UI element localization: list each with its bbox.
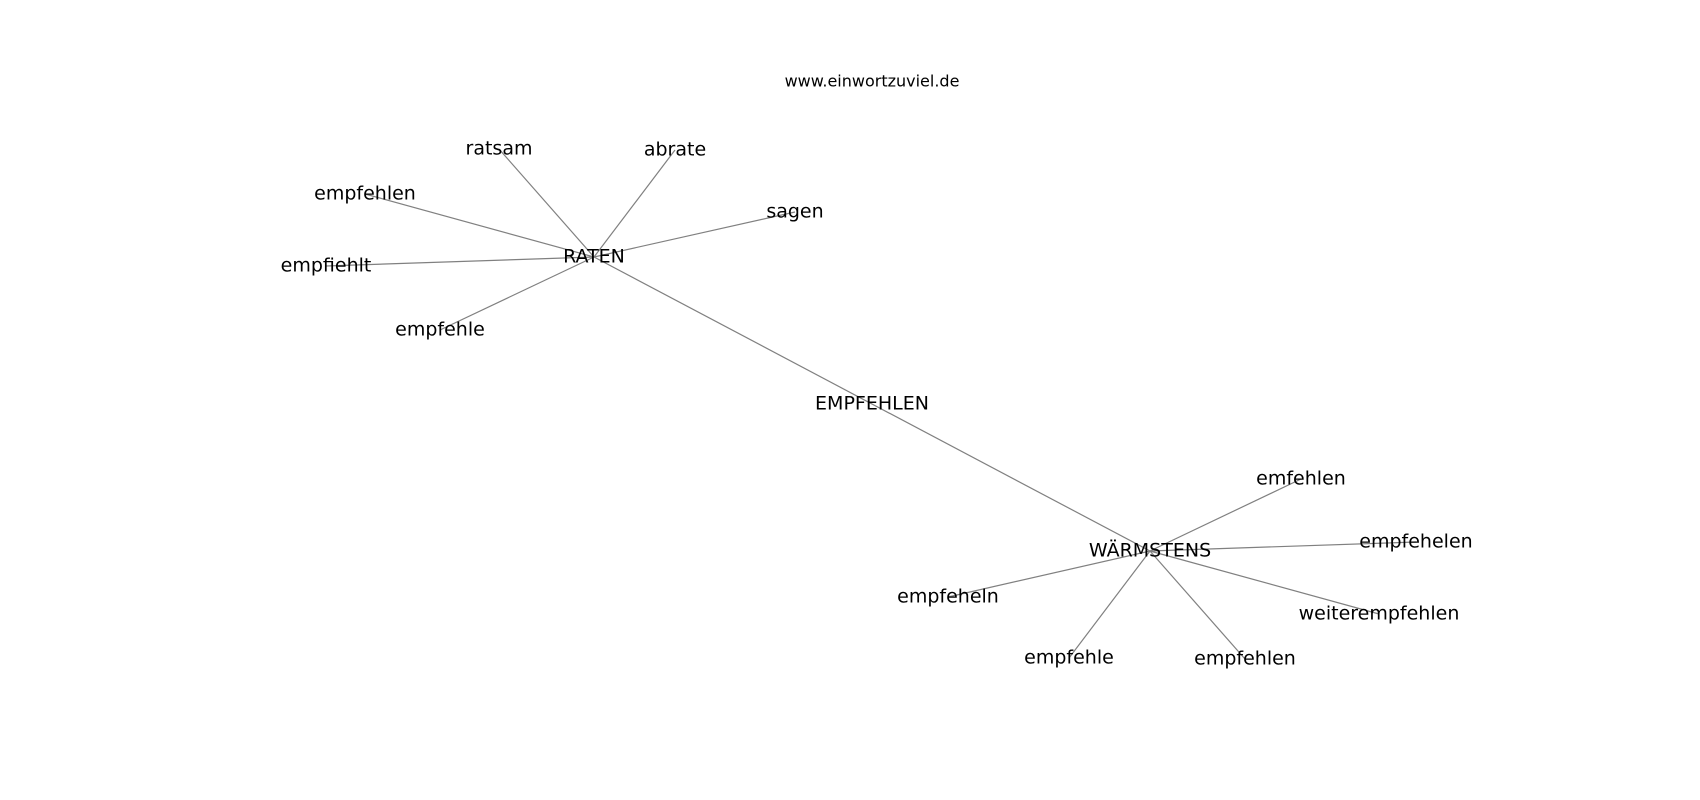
node-label-empfehelen: empfehelen bbox=[1359, 531, 1472, 553]
edge-raten-waermstens bbox=[593, 256, 1151, 552]
edge-raten-empfehlen_r bbox=[364, 193, 595, 258]
node-label-empfehlen_center: EMPFEHLEN bbox=[815, 393, 929, 415]
node-label-sagen: sagen bbox=[766, 201, 823, 223]
node-label-weiterempfehlen: weiterempfehlen bbox=[1299, 603, 1460, 625]
edge-raten-empfiehlt bbox=[325, 256, 595, 267]
labels-layer: EMPFEHLEN RATEN WÄRMSTENS ratsam abrate sagen… bbox=[281, 138, 1473, 670]
node-label-empfehle_w: empfehle bbox=[1024, 647, 1114, 669]
node-label-abrate: abrate bbox=[644, 139, 706, 161]
node-label-empfeheln: empfeheln bbox=[897, 586, 999, 608]
edges-layer bbox=[325, 148, 1417, 660]
node-label-empfehlen_w: empfehlen bbox=[1194, 648, 1296, 670]
node-label-emfehlen: emfehlen bbox=[1256, 468, 1346, 490]
edge-raten-empfehle_r bbox=[439, 256, 595, 331]
edge-waermstens-weiterempfehlen bbox=[1149, 550, 1380, 615]
node-label-empfehle_r: empfehle bbox=[395, 319, 485, 341]
node-label-empfehlen_r: empfehlen bbox=[314, 183, 416, 205]
source-url-label: www.einwortzuviel.de bbox=[785, 72, 960, 91]
edge-raten-sagen bbox=[593, 211, 796, 258]
node-label-waermstens: WÄRMSTENS bbox=[1089, 539, 1211, 562]
edge-raten-ratsam bbox=[498, 148, 595, 258]
edge-waermstens-empfehle_w bbox=[1068, 550, 1151, 659]
edge-waermstens-empfeheln bbox=[947, 550, 1151, 598]
node-label-ratsam: ratsam bbox=[466, 138, 533, 160]
node-label-raten: RATEN bbox=[563, 246, 625, 268]
edge-waermstens-empfehelen bbox=[1149, 541, 1417, 552]
edge-raten-abrate bbox=[593, 149, 676, 258]
edge-waermstens-emfehlen bbox=[1149, 478, 1302, 552]
edge-waermstens-empfehlen_w bbox=[1149, 550, 1246, 660]
node-label-empfiehlt: empfiehlt bbox=[281, 255, 372, 277]
